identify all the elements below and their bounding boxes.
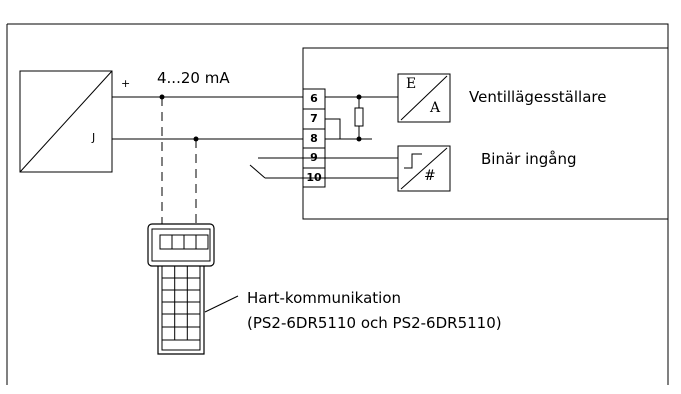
- current-range-label: 4...20 mA: [157, 69, 230, 87]
- j-label: J: [92, 131, 96, 144]
- source-box: [19, 70, 113, 173]
- terminal-block: [302, 88, 326, 188]
- main-device-box: [302, 47, 669, 220]
- positioner-symbol-a: A: [430, 100, 441, 116]
- binary-input-symbol: [397, 145, 451, 192]
- hart-leader-line: [204, 295, 239, 313]
- terminal-10: 10: [306, 171, 322, 184]
- positioner-label: Ventillägesställare: [469, 88, 607, 106]
- hart-label-line1: Hart-kommunikation: [247, 289, 402, 307]
- terminal-8: 8: [310, 132, 318, 145]
- plus-sign-label: +: [121, 77, 131, 90]
- resistor-symbol: [354, 107, 364, 127]
- source-diagonal: [19, 70, 113, 173]
- positioner-symbol: [397, 73, 451, 123]
- outer-frame-top-right: [7, 23, 669, 385]
- terminal-7: 7: [310, 112, 318, 125]
- hart-communicator-device: [147, 223, 215, 355]
- hart-label-line2: (PS2-6DR5110 och PS2-6DR5110): [247, 314, 502, 332]
- binary-input-symbol-hash: #: [424, 168, 436, 184]
- binary-input-label: Binär ingång: [481, 150, 577, 168]
- terminal-6: 6: [310, 92, 318, 105]
- positioner-symbol-e: E: [406, 76, 417, 92]
- terminal-9: 9: [310, 151, 318, 164]
